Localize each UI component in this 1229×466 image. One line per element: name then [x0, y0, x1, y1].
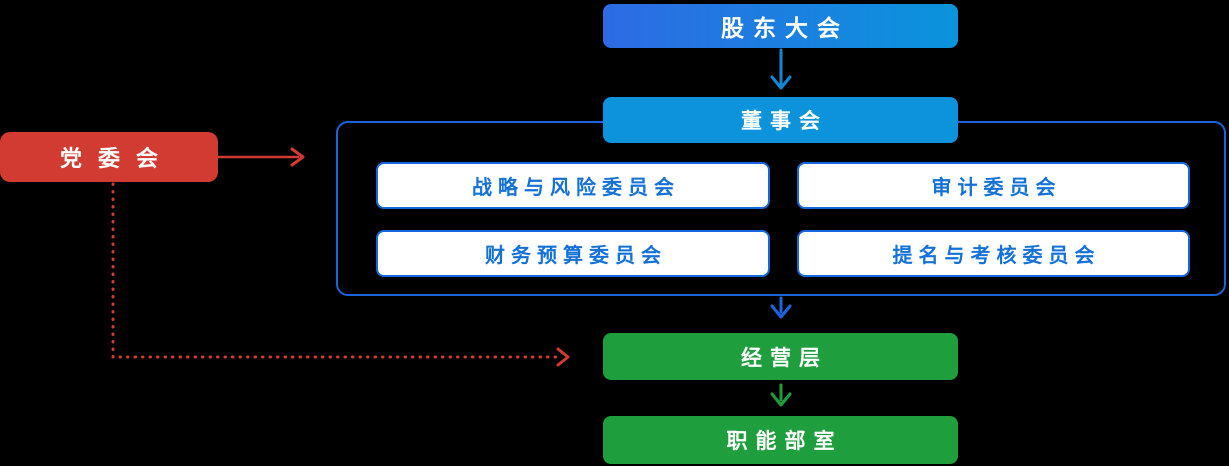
node-management: 经营层: [603, 333, 958, 380]
node-functional-departments: 职能部室: [603, 416, 958, 464]
arrow-shareholders-to-board: [770, 48, 792, 90]
node-board-of-directors: 董事会: [603, 97, 958, 143]
node-committee-nomination-assessment: 提名与考核委员会: [797, 230, 1190, 277]
node-committee-financial-budget: 财务预算委员会: [376, 230, 770, 277]
arrow-management-to-departments: [770, 383, 792, 407]
node-party-committee: 党委会: [0, 132, 218, 182]
node-shareholders-meeting: 股东大会: [603, 4, 958, 48]
arrow-container-to-management: [770, 296, 792, 319]
arrow-party-to-board-container: [216, 147, 305, 167]
node-committee-strategy-risk: 战略与风险委员会: [376, 162, 770, 209]
node-committee-audit: 审计委员会: [797, 162, 1190, 209]
